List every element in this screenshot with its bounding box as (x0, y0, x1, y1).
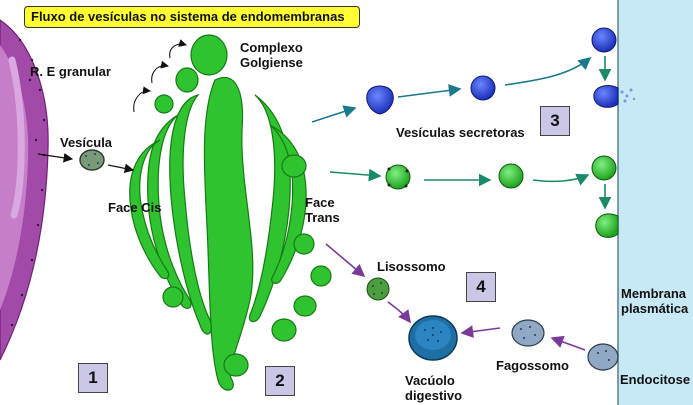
arrow-secretory-1 (397, 84, 462, 98)
label-trans: Trans (305, 210, 340, 225)
lysosome (366, 277, 390, 301)
step-1-box: 1 (78, 363, 108, 393)
phagosome (511, 319, 545, 347)
digestive-vacuole (408, 315, 458, 361)
arrow-golgi-to-green (329, 168, 382, 182)
label-face-cis: Face Cis (108, 200, 162, 215)
diagram-title: Fluxo de vesículas no sistema de endomem… (24, 6, 360, 28)
label-vesiculas-secretoras: Vesículas secretoras (396, 125, 525, 140)
arrow-green-2 (532, 173, 590, 186)
step-4-box: 4 (466, 272, 496, 302)
label-vesicula: Vesícula (60, 135, 113, 150)
rough-er (0, 19, 49, 361)
arrow-cis-2 (151, 60, 169, 84)
arrow-golgi-to-secretory (311, 105, 357, 123)
secreted-particles (620, 88, 636, 103)
label-complexo: Complexo (240, 40, 303, 55)
label-endocitose: Endocitose (620, 372, 691, 387)
label-membrana: Membrana (621, 286, 687, 301)
arrow-lysosome-to-vacuole (387, 301, 411, 324)
arrow-phagosome-to-vacuole (460, 325, 501, 338)
arrow-golgi-to-lysosome (325, 243, 366, 278)
arrow-cis-3 (169, 39, 187, 59)
step-3-box: 3 (540, 106, 570, 136)
label-golgiense: Golgiense (240, 55, 303, 70)
arrow-vesicle-to-golgi (107, 163, 135, 174)
secretory-vesicle-immature (366, 85, 394, 115)
green-vesicle-2 (498, 163, 524, 189)
arrow-er-to-vesicle (37, 153, 74, 163)
arrow-endocytosis-to-phagosome (550, 335, 586, 351)
fusing-green-vesicle (595, 213, 619, 238)
endocytic-vesicle (587, 343, 619, 371)
plasma-membrane (618, 0, 693, 405)
secretory-vesicle (470, 75, 496, 101)
step-2-box: 2 (265, 366, 295, 396)
arrow-secretory-2 (504, 56, 592, 86)
golgi-complex (129, 34, 332, 391)
label-fagossomo: Fagossomo (496, 358, 569, 373)
label-face: Face (305, 195, 335, 210)
exocytosis-blue (593, 85, 619, 108)
label-re-granular: R. E granular (30, 64, 111, 79)
label-plasmatica: plasmática (621, 301, 689, 316)
transport-vesicle (79, 149, 105, 171)
green-vesicle-1 (385, 164, 411, 190)
secretory-vesicle-at-membrane (591, 27, 617, 53)
label-lisossomo: Lisossomo (377, 259, 446, 274)
label-vacuolo: Vacúolo (405, 373, 455, 388)
green-vesicle-3 (591, 155, 617, 181)
arrow-cis-1 (133, 86, 151, 113)
label-digestivo: digestivo (405, 388, 463, 403)
